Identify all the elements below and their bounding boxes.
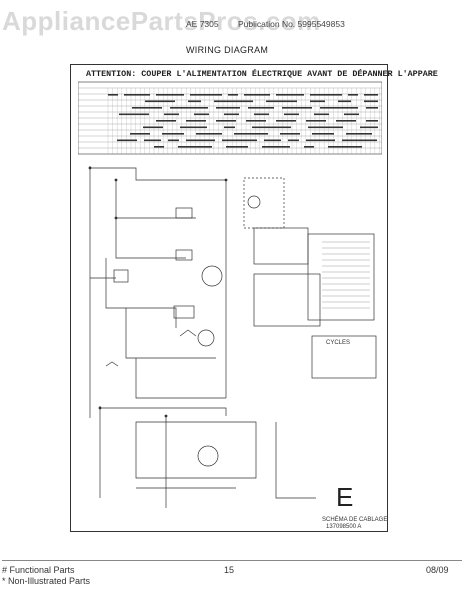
timer-bar — [252, 126, 291, 129]
section-title: WIRING DIAGRAM — [186, 45, 269, 55]
timer-bar — [130, 133, 150, 135]
motor-symbol — [201, 265, 223, 287]
non-illustrated-note: * Non-Illustrated Parts — [2, 576, 91, 586]
footer-legend: # Functional Parts * Non-Illustrated Par… — [2, 565, 90, 587]
timer-bar — [216, 120, 236, 122]
timer-bar — [282, 107, 312, 109]
publication-date: 08/09 — [426, 565, 449, 575]
timer-bar — [224, 126, 235, 129]
timer-bar — [276, 120, 296, 122]
timer-bar — [234, 133, 268, 135]
timer-bar — [226, 146, 248, 148]
timer-bar — [178, 146, 212, 148]
timer-bar — [338, 100, 351, 103]
timer-bar — [132, 107, 162, 109]
timer-bar — [346, 133, 372, 135]
diagram-letter: E — [336, 482, 354, 512]
attention-warning: ATTENTION: COUPER L'ALIMENTATION ÉLECTRI… — [86, 69, 438, 79]
publication-number: Publication No. 5995549853 — [238, 19, 345, 29]
timer-bar — [284, 113, 299, 116]
functional-parts-note: # Functional Parts — [2, 565, 75, 575]
diagram-part-number: 137098500 A — [326, 524, 362, 530]
timer-bar — [312, 133, 334, 135]
timer-bar — [145, 100, 175, 103]
timer-bar — [124, 94, 150, 96]
timer-bar — [360, 126, 378, 129]
top-wire — [90, 167, 226, 181]
timer-bar — [228, 94, 238, 96]
timer-bar — [306, 120, 326, 122]
chart-border — [78, 81, 382, 155]
legend-box — [307, 233, 375, 321]
watermark-logo: AppliancePartsPros.com — [2, 6, 321, 36]
timer-bar — [119, 113, 149, 116]
timer-bar — [288, 139, 299, 142]
timer-bar — [144, 139, 161, 142]
timer-bar — [264, 139, 281, 142]
timer-bar — [143, 126, 163, 129]
connector-block — [253, 227, 309, 265]
diagram-frame — [70, 64, 388, 532]
timer-bar — [320, 107, 358, 109]
timer-bar — [306, 139, 335, 142]
diagram-caption: SCHÉMA DE CABLAGE — [322, 517, 388, 523]
timer-bar — [344, 113, 359, 116]
footer-divider — [2, 560, 462, 561]
timer-bar — [214, 100, 253, 103]
timer-bar — [254, 113, 269, 116]
timer-bar — [342, 139, 377, 142]
timer-bar — [164, 113, 179, 116]
timer-bar — [108, 94, 118, 96]
timer-bar — [266, 100, 297, 103]
timer-bar — [262, 146, 290, 148]
timer-bar — [196, 133, 222, 135]
timer-bar — [194, 113, 209, 116]
timer-bar — [190, 94, 222, 96]
timer-bar — [304, 146, 314, 148]
model-number: AE 7305 — [186, 19, 219, 29]
timer-bar — [117, 139, 137, 142]
timer-bar — [244, 94, 270, 96]
timer-bar — [366, 120, 378, 122]
timer-bar — [364, 100, 378, 103]
timer-bar — [364, 94, 378, 96]
cycle-table — [311, 335, 377, 379]
wiring-schematic — [88, 166, 377, 508]
timer-bar — [248, 107, 274, 109]
notes-box — [253, 273, 321, 327]
timer-bar — [162, 133, 184, 135]
timer-bar — [310, 100, 325, 103]
timer-bar — [180, 126, 207, 129]
timer-bar — [170, 107, 208, 109]
timer-bar — [280, 133, 300, 135]
timer-bar — [276, 94, 304, 96]
timer-bar — [224, 113, 239, 116]
wire-harness-box — [243, 177, 285, 229]
timer-bar — [168, 139, 179, 142]
timer-bar — [186, 139, 215, 142]
timer-sequence-chart — [78, 81, 382, 155]
timer-bar — [154, 146, 164, 148]
timer-bar — [186, 120, 206, 122]
page-number: 15 — [224, 565, 235, 575]
timer-bar — [216, 107, 240, 109]
timer-bar — [328, 146, 362, 148]
timer-bar — [246, 120, 266, 122]
timer-bar — [336, 120, 356, 122]
timer-bar — [222, 139, 257, 142]
timer-bar — [156, 94, 184, 96]
timer-bar — [314, 113, 329, 116]
timer-bar — [156, 120, 176, 122]
timer-bar — [348, 94, 358, 96]
cycles-label: CYCLES — [326, 340, 351, 346]
timer-bar — [366, 107, 378, 109]
timer-bar — [310, 94, 342, 96]
timer-bar — [188, 100, 201, 103]
timer-bar — [308, 126, 343, 129]
